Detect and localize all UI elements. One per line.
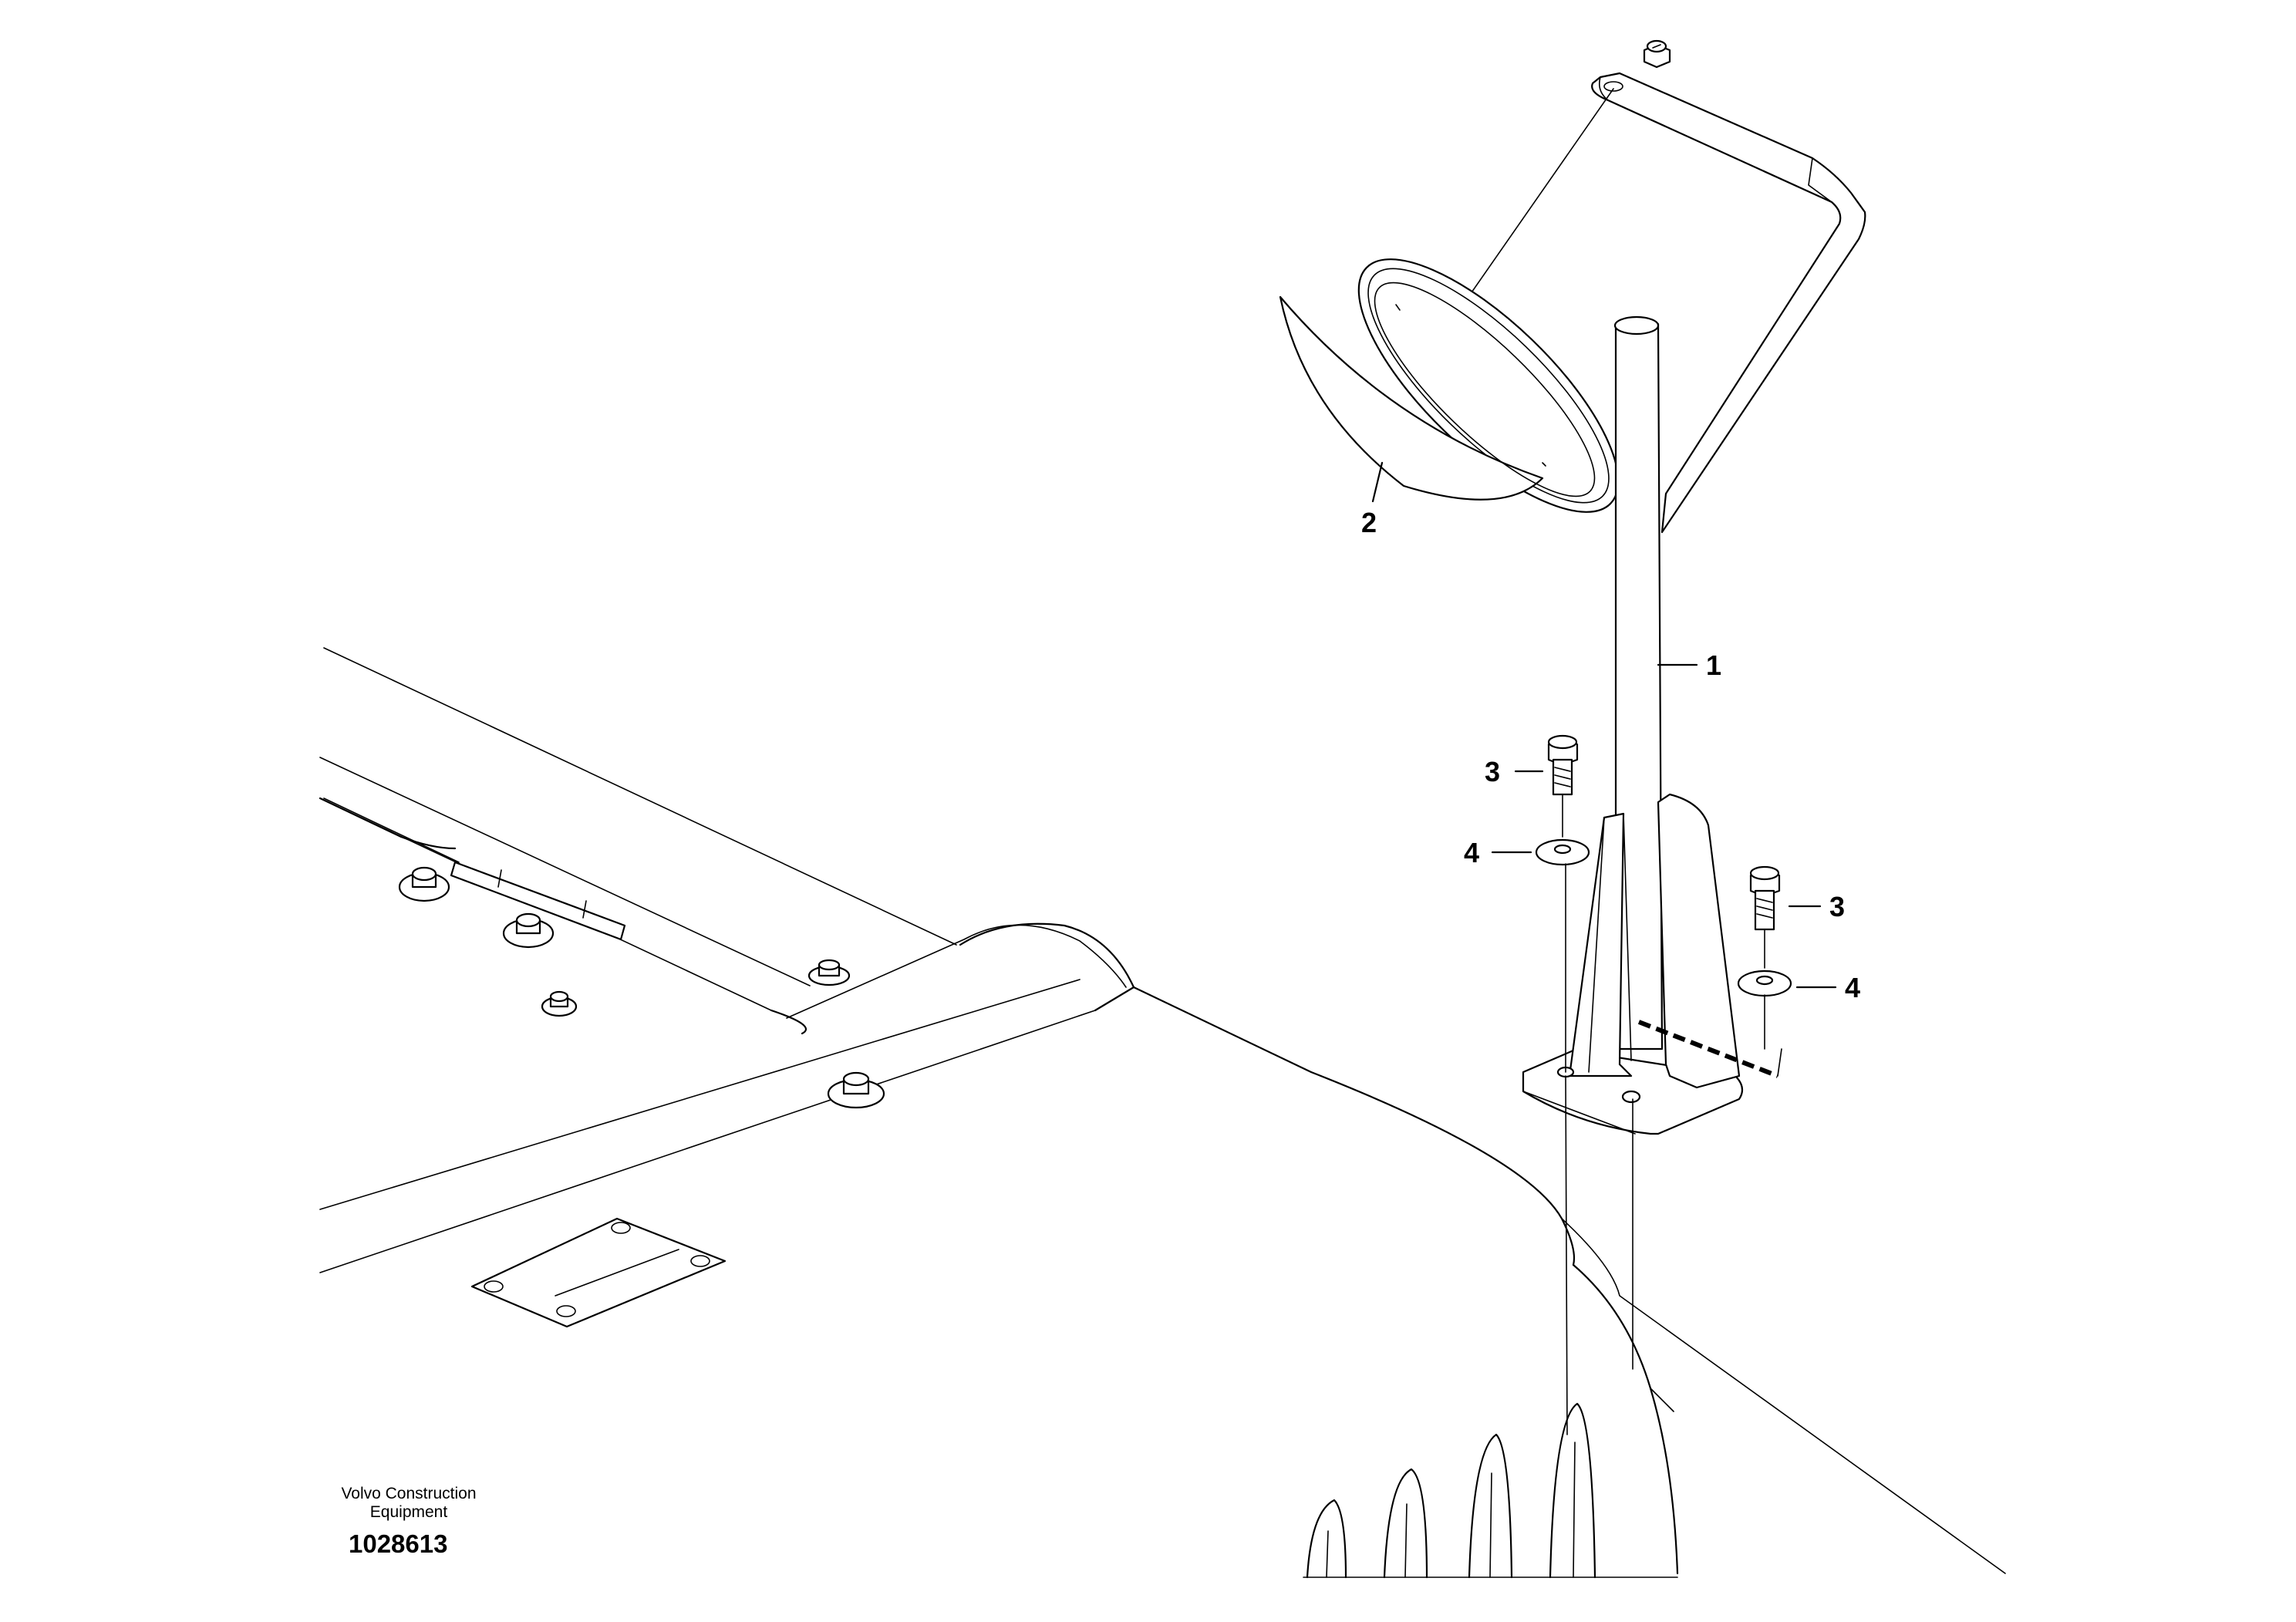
washer-right xyxy=(1737,969,1792,1050)
bolt-left xyxy=(1547,734,1579,838)
bolt-right xyxy=(1749,865,1781,969)
callout-bolt-left: 3 xyxy=(1485,756,1500,787)
leader-mirror xyxy=(1371,461,1384,503)
top-nut xyxy=(1643,39,1671,69)
drawing-footer: Volvo Construction Equipment 1028613 xyxy=(308,1485,509,1559)
hood-bolt xyxy=(398,866,450,902)
callout-washer-left: 4 xyxy=(1464,837,1479,868)
document-number: 1028613 xyxy=(349,1529,448,1558)
callout-pole: 1 xyxy=(1706,649,1721,681)
callout-bolt-right: 3 xyxy=(1829,891,1845,922)
hood-bolt xyxy=(807,959,851,986)
callout-washer-right: 4 xyxy=(1845,972,1860,1003)
company-name: Volvo Construction Equipment xyxy=(341,1485,477,1521)
hood-bolt xyxy=(502,912,555,949)
mirror xyxy=(1279,88,1620,513)
access-cover xyxy=(470,1217,727,1328)
washer-left xyxy=(1535,838,1590,1073)
machine-body xyxy=(319,647,2006,1579)
callout-mirror: 2 xyxy=(1361,507,1377,538)
mirror-bracket xyxy=(1591,39,1866,534)
hood-bolt xyxy=(541,990,578,1017)
hood-bolt xyxy=(827,1071,885,1109)
base-bracket xyxy=(1522,793,1782,1435)
